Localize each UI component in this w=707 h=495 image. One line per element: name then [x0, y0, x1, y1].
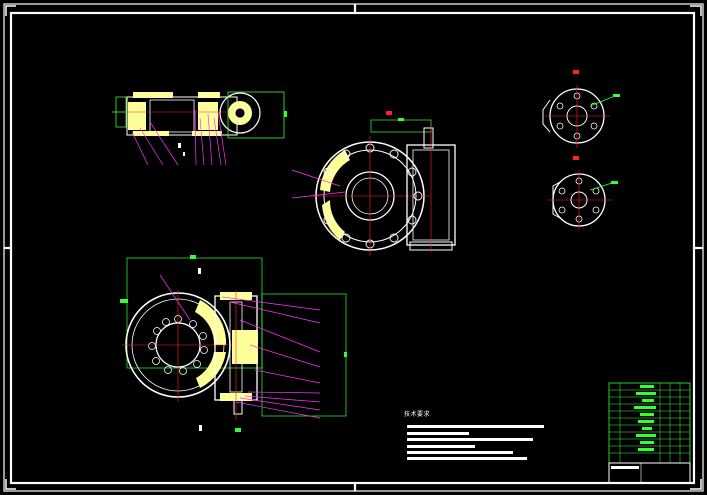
- tech-requirements-lines: [407, 425, 544, 460]
- flange-view-top: [542, 70, 620, 148]
- title-block: [608, 382, 691, 484]
- ring-face-view: [291, 111, 456, 256]
- drawing-frame: [3, 3, 704, 492]
- flange-view-bottom: [548, 156, 618, 230]
- assembly-view: [120, 255, 347, 432]
- tech-requirements-title: 技术要求: [404, 411, 431, 418]
- side-section-view: [112, 91, 287, 166]
